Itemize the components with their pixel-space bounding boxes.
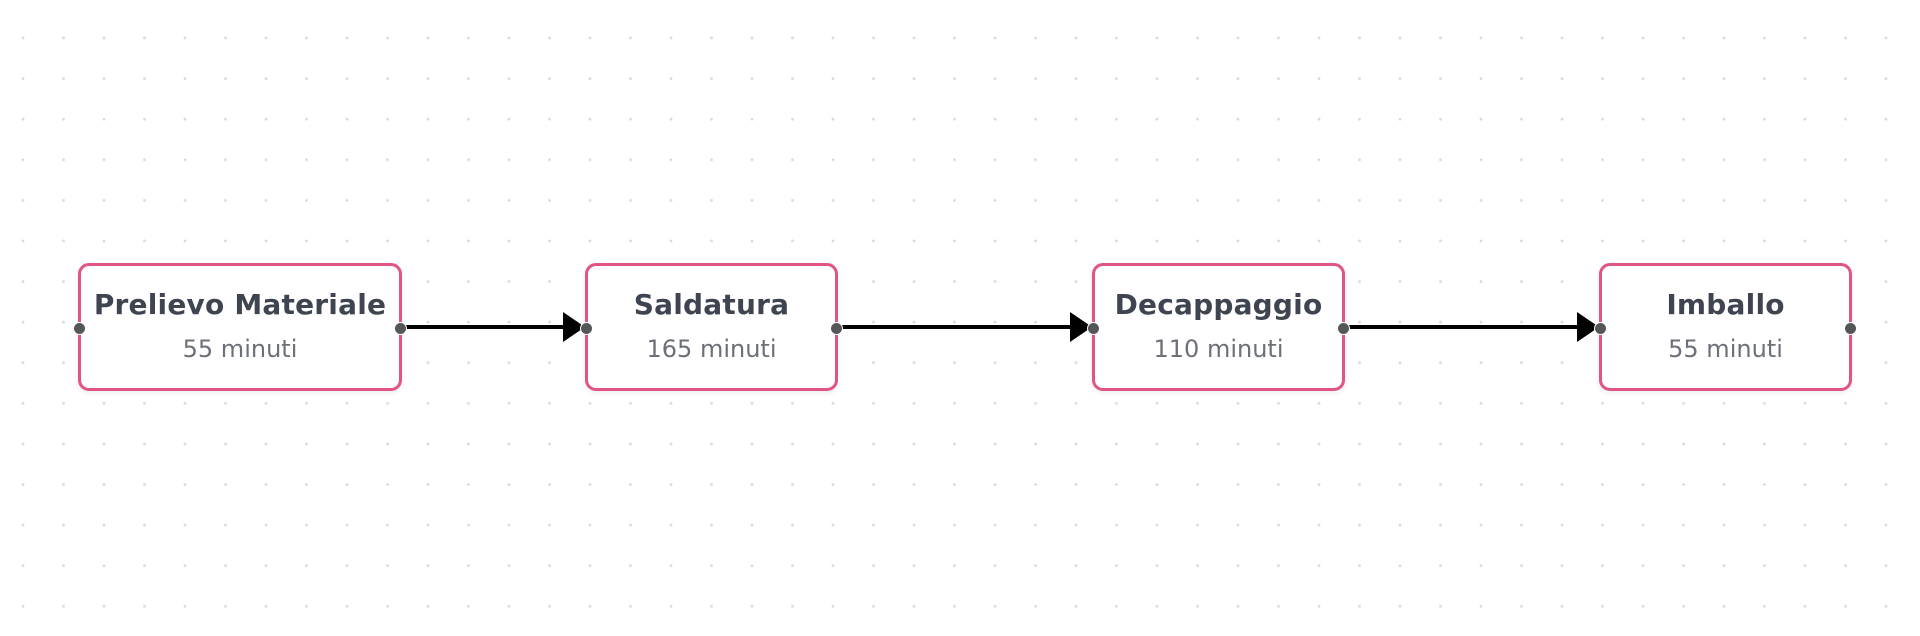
node-title: Decappaggio xyxy=(1114,288,1323,321)
node-saldatura[interactable]: Saldatura 165 minuti xyxy=(580,263,843,391)
output-handle[interactable] xyxy=(830,321,843,335)
node-duration: 165 minuti xyxy=(646,335,777,363)
node-title: Saldatura xyxy=(633,288,790,321)
node-title: Prelievo Materiale xyxy=(93,288,387,321)
node-duration: 55 minuti xyxy=(1668,335,1783,363)
input-handle[interactable] xyxy=(1087,321,1100,335)
output-handle[interactable] xyxy=(1844,321,1857,335)
node-prelievo-materiale[interactable]: Prelievo Materiale 55 minuti xyxy=(73,263,407,391)
output-handle[interactable] xyxy=(1337,321,1350,335)
node-title: Imballo xyxy=(1666,288,1785,321)
input-handle[interactable] xyxy=(1594,321,1607,335)
input-handle[interactable] xyxy=(580,321,593,335)
node-imballo[interactable]: Imballo 55 minuti xyxy=(1594,263,1857,391)
node-duration: 110 minuti xyxy=(1153,335,1284,363)
node-decappaggio[interactable]: Decappaggio 110 minuti xyxy=(1087,263,1350,391)
input-handle[interactable] xyxy=(73,321,86,335)
output-handle[interactable] xyxy=(394,321,407,335)
node-duration: 55 minuti xyxy=(182,335,298,363)
